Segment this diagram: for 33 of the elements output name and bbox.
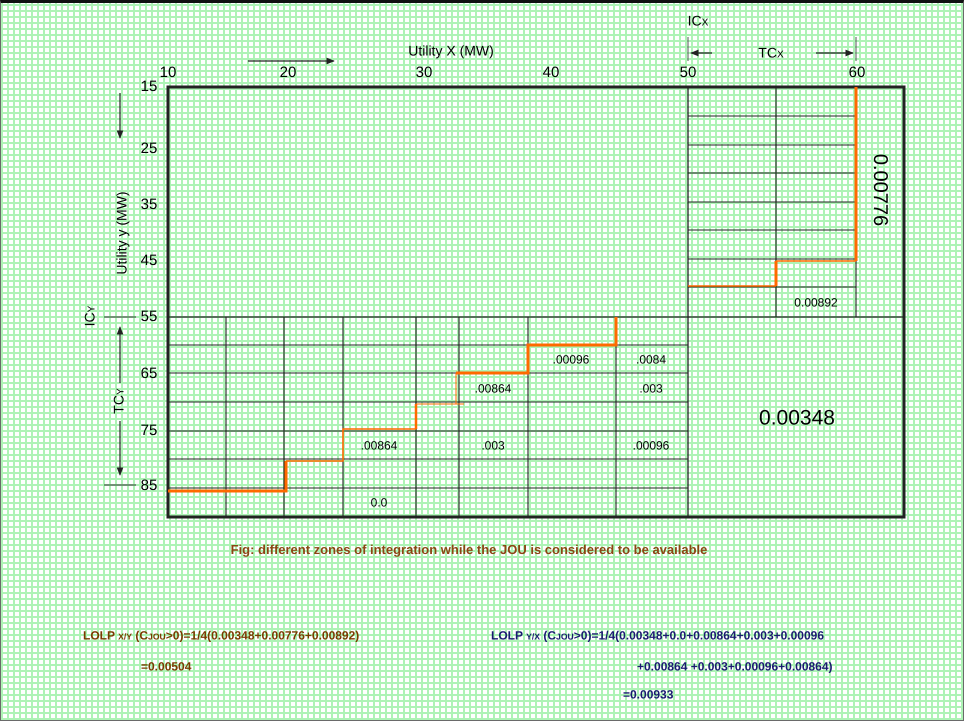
tick-label: 10: [160, 64, 176, 82]
axis-title: Utility X (MW): [408, 43, 494, 59]
tick-label: 20: [280, 64, 296, 82]
formula-text: +0.00864 +0.003+0.00096+0.00864): [637, 660, 833, 674]
zone-value: 0.00348: [759, 406, 835, 430]
figure-caption: Fig: different zones of integration while the JOU is considered to be available: [230, 542, 708, 557]
tick-label: 45: [140, 252, 158, 270]
axis-label: IC$_{X}$: [688, 13, 708, 29]
tick-label: 35: [140, 196, 158, 214]
tick-label: 85: [140, 478, 158, 494]
tick-label: 40: [542, 64, 560, 82]
formula-text: =0.00933: [623, 688, 674, 702]
axis-title: Utility y (MW): [114, 191, 130, 275]
zone-value: .00096: [552, 353, 590, 367]
zone-value: 0.00892: [794, 296, 838, 310]
tick-label: 25: [140, 140, 158, 158]
tick-label: 50: [680, 64, 696, 82]
zone-value: 0.00776: [869, 154, 891, 226]
zone-value: .003: [639, 382, 663, 396]
tick-label: 55: [140, 308, 158, 326]
zone-value: .00864: [360, 439, 398, 453]
tick-label: 60: [848, 64, 866, 82]
formula-text: =0.00504: [141, 660, 192, 674]
zone-value: .00864: [474, 382, 512, 396]
zone-value: .0084: [636, 353, 666, 367]
zone-value: .00096: [632, 439, 670, 453]
axis-label: TC$_{X}$: [758, 45, 784, 61]
tick-label: 65: [140, 366, 158, 382]
zone-value: 0.0: [370, 496, 388, 510]
tick-label: 75: [140, 422, 158, 440]
tick-label: 15: [140, 78, 158, 96]
zone-value: .003: [481, 439, 505, 453]
tick-label: 30: [416, 64, 432, 82]
